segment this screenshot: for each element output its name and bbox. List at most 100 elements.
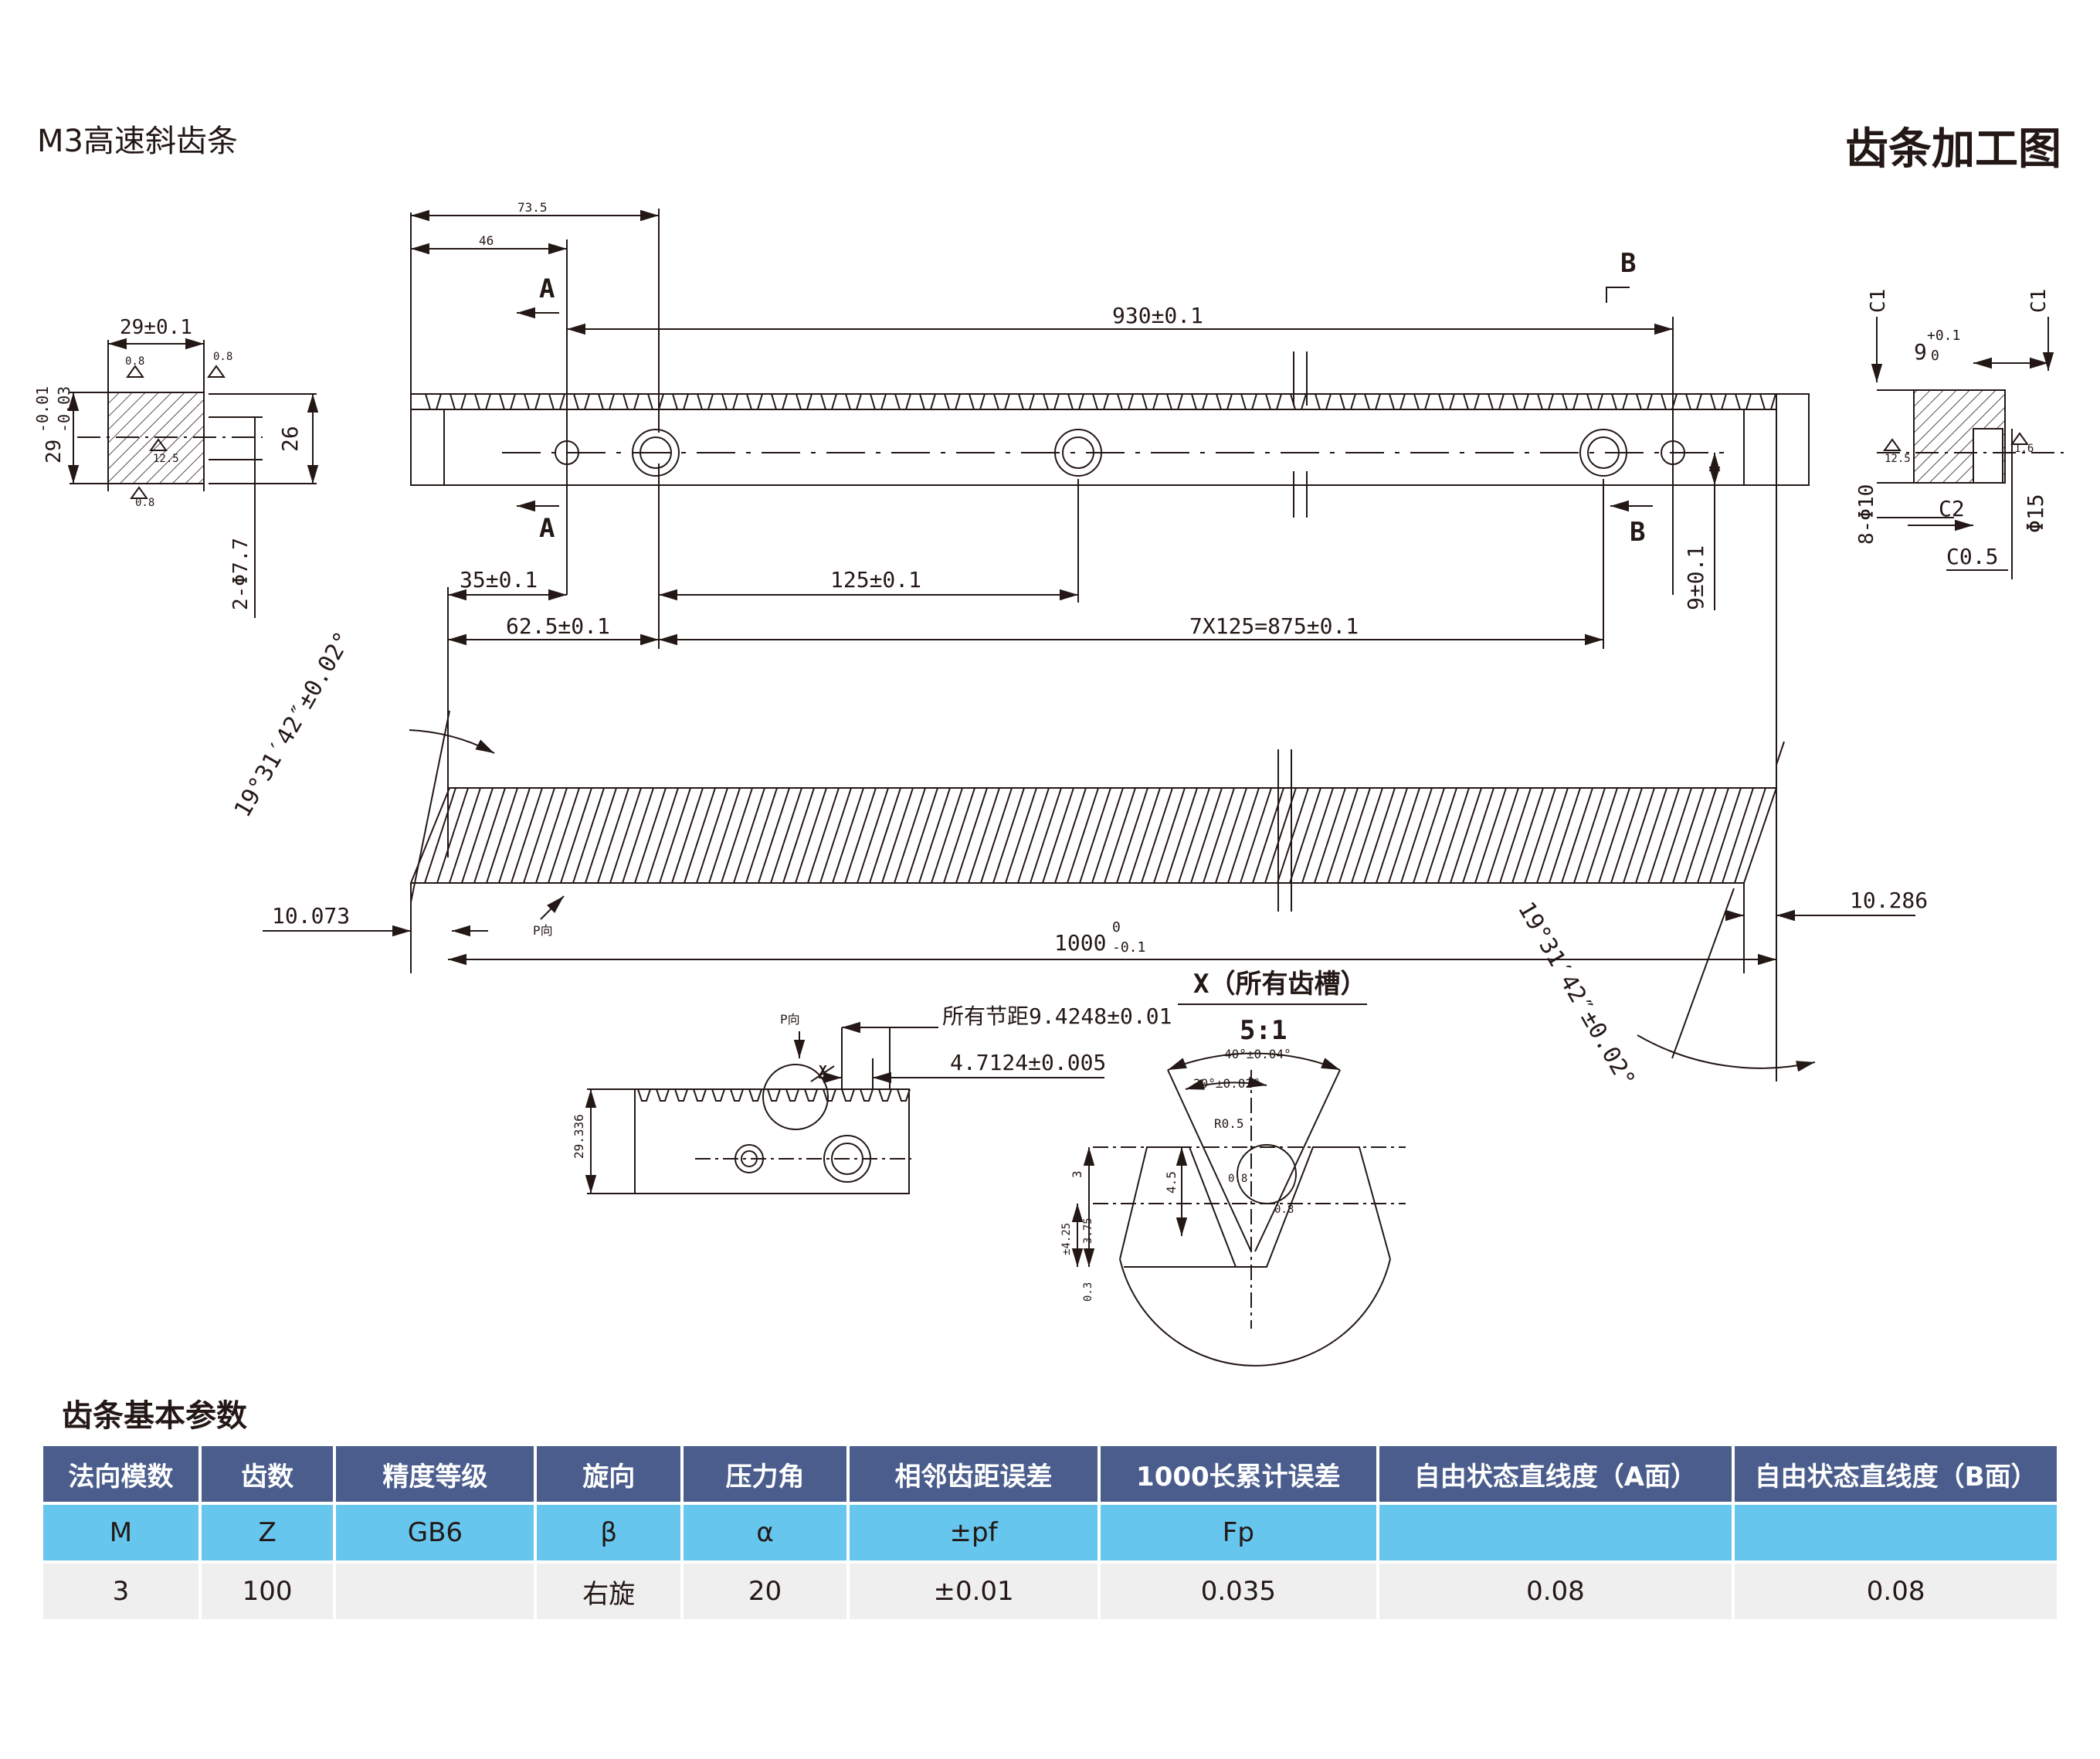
dim-9: 9±0.1 <box>1683 545 1708 610</box>
helix-line <box>1289 787 1321 884</box>
helix-line <box>1549 787 1581 884</box>
helix-line <box>1363 787 1396 884</box>
helix-line <box>844 787 877 884</box>
helix-line <box>869 787 901 884</box>
dim-35: 35±0.1 <box>460 567 538 593</box>
helix-line <box>992 787 1025 884</box>
helix-line <box>548 787 580 884</box>
helix-line <box>943 787 975 884</box>
right-dim-9-lower: 0 <box>1931 348 1939 364</box>
helix-line <box>1400 787 1433 884</box>
tooth-profile <box>421 393 1776 410</box>
helix-line <box>1314 787 1346 884</box>
right-c1-right: C1 <box>2027 289 2051 313</box>
helix-line <box>1153 787 1186 884</box>
right-c1-left: C1 <box>1867 289 1890 313</box>
helix-line <box>1623 787 1655 884</box>
p-half-pitch: 4.7124±0.005 <box>950 1050 1106 1075</box>
left-section-view: 29±0.1 29 -0.01 -0.03 26 2-Φ7.7 0.8 0.8 … <box>33 316 319 618</box>
helix-line <box>918 787 951 884</box>
helix-line <box>1079 787 1111 884</box>
params-title: 齿条基本参数 <box>62 1398 247 1434</box>
x-label: X <box>819 1063 827 1079</box>
helix-line <box>634 787 667 884</box>
tooth-d375: 3.75 <box>1082 1217 1094 1244</box>
helix-line <box>1573 787 1606 884</box>
dim-1000-upper: 0 <box>1112 919 1121 936</box>
dim-10-286: 10.286 <box>1850 888 1928 913</box>
engineering-drawing: 29±0.1 29 -0.01 -0.03 26 2-Φ7.7 0.8 0.8 … <box>33 200 2070 1367</box>
dim-125: 125±0.1 <box>830 567 921 593</box>
helix-line <box>721 787 753 884</box>
header-cell: 精度等级 <box>336 1446 534 1505</box>
right-holes-dim: 8-Φ10 <box>1855 484 1878 545</box>
helix-line <box>1376 787 1408 884</box>
helix-line <box>1474 787 1507 884</box>
helix-line <box>1005 787 1037 884</box>
dim-10-073: 10.073 <box>272 903 350 929</box>
helix-line <box>819 787 852 884</box>
p-detail-label: P向 <box>780 1012 800 1027</box>
symbol-cell: Fp <box>1101 1505 1376 1564</box>
angle-right: 19°31′42″±0.02° <box>1512 898 1640 1092</box>
helix-line <box>424 787 456 884</box>
helix-line <box>1190 787 1223 884</box>
value-cell: 20 <box>684 1564 846 1619</box>
helix-line <box>535 787 568 884</box>
helix-line <box>1141 787 1173 884</box>
helix-line <box>1017 787 1050 884</box>
left-height-dim: 29 <box>42 440 66 464</box>
header-cell: 法向模数 <box>43 1446 198 1505</box>
tooth-d45: 4.5 <box>1164 1171 1179 1194</box>
value-cell: 0.035 <box>1101 1564 1376 1619</box>
helix-line <box>1499 787 1532 884</box>
left-height-tol-lower: -0.03 <box>55 386 73 433</box>
helix-lines <box>424 787 1766 884</box>
helix-line <box>906 787 938 884</box>
helix-line <box>1054 787 1087 884</box>
left-rough-1: 0.8 <box>125 355 144 368</box>
helix-line <box>770 787 802 884</box>
tooth-d425: ±4.25 <box>1060 1223 1073 1255</box>
right-section-view: C1 C1 9 +0.1 0 8-Φ10 C2 C0.5 Φ15 12.5 1.… <box>1855 289 2070 579</box>
helix-line <box>1388 787 1420 884</box>
helix-line <box>511 787 543 884</box>
helix-line <box>745 787 778 884</box>
helix-line <box>461 787 494 884</box>
dim-875: 7X125=875±0.1 <box>1189 613 1359 639</box>
helix-line <box>1030 787 1062 884</box>
helix-line <box>1684 787 1717 884</box>
symbol-cell: Z <box>201 1505 334 1564</box>
helix-line <box>1215 787 1247 884</box>
helix-line <box>1165 787 1198 884</box>
header-cell: 齿数 <box>201 1446 334 1505</box>
params-symbol-row: M Z GB6 β α ±pf Fp <box>43 1505 2057 1564</box>
tooth-angle-20: 20°±0.02° <box>1193 1076 1260 1091</box>
helix-line <box>585 787 617 884</box>
helix-line <box>1462 787 1494 884</box>
helix-line <box>955 787 988 884</box>
symbol-cell: β <box>537 1505 681 1564</box>
p-teeth <box>635 1088 911 1102</box>
value-cell: 3 <box>43 1564 198 1619</box>
value-cell: 0.08 <box>1379 1564 1732 1619</box>
helix-line <box>1709 787 1742 884</box>
helix-line <box>498 787 531 884</box>
tooth-d03: 0.3 <box>1082 1282 1094 1302</box>
top-teeth <box>411 393 1776 410</box>
tooth-angle-40: 40°±0.04° <box>1224 1047 1291 1061</box>
helix-line <box>795 787 827 884</box>
left-height-tol-upper: -0.01 <box>33 386 52 433</box>
right-rough-16: 1.6 <box>2014 443 2034 455</box>
helix-line <box>1326 787 1359 884</box>
symbol-cell: ±pf <box>849 1505 1098 1564</box>
left-rough-4: 0.8 <box>135 497 154 509</box>
helix-line <box>1672 787 1705 884</box>
section-a-bottom: A <box>539 513 555 544</box>
helix-line <box>696 787 728 884</box>
helix-line <box>609 787 642 884</box>
helix-line <box>1450 787 1482 884</box>
symbol-cell: GB6 <box>336 1505 534 1564</box>
helix-line <box>1586 787 1618 884</box>
helix-line <box>1437 787 1470 884</box>
